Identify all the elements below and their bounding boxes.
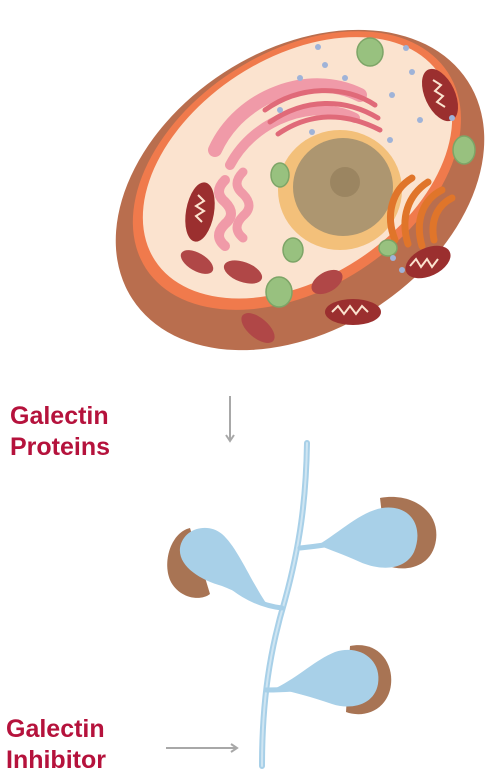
galectin-inhibitor-label-line2: Inhibitor — [6, 745, 106, 776]
branched-glycan-icon — [167, 443, 436, 766]
galectin-protein-left — [167, 528, 268, 606]
nucleus — [278, 130, 402, 250]
galectin-proteins-label-line1: Galectin — [10, 401, 110, 432]
galectin-protein-upper-right — [318, 497, 436, 569]
galectin-protein-lower-right — [276, 645, 391, 714]
galectin-inhibitor-label: Galectin Inhibitor — [6, 714, 106, 776]
galectin-proteins-label-line2: Proteins — [10, 432, 110, 463]
animal-cell-icon — [56, 0, 497, 416]
galectin-proteins-label: Galectin Proteins — [10, 401, 110, 463]
galectin-inhibitor-label-line1: Galectin — [6, 714, 106, 745]
nucleolus — [330, 167, 360, 197]
